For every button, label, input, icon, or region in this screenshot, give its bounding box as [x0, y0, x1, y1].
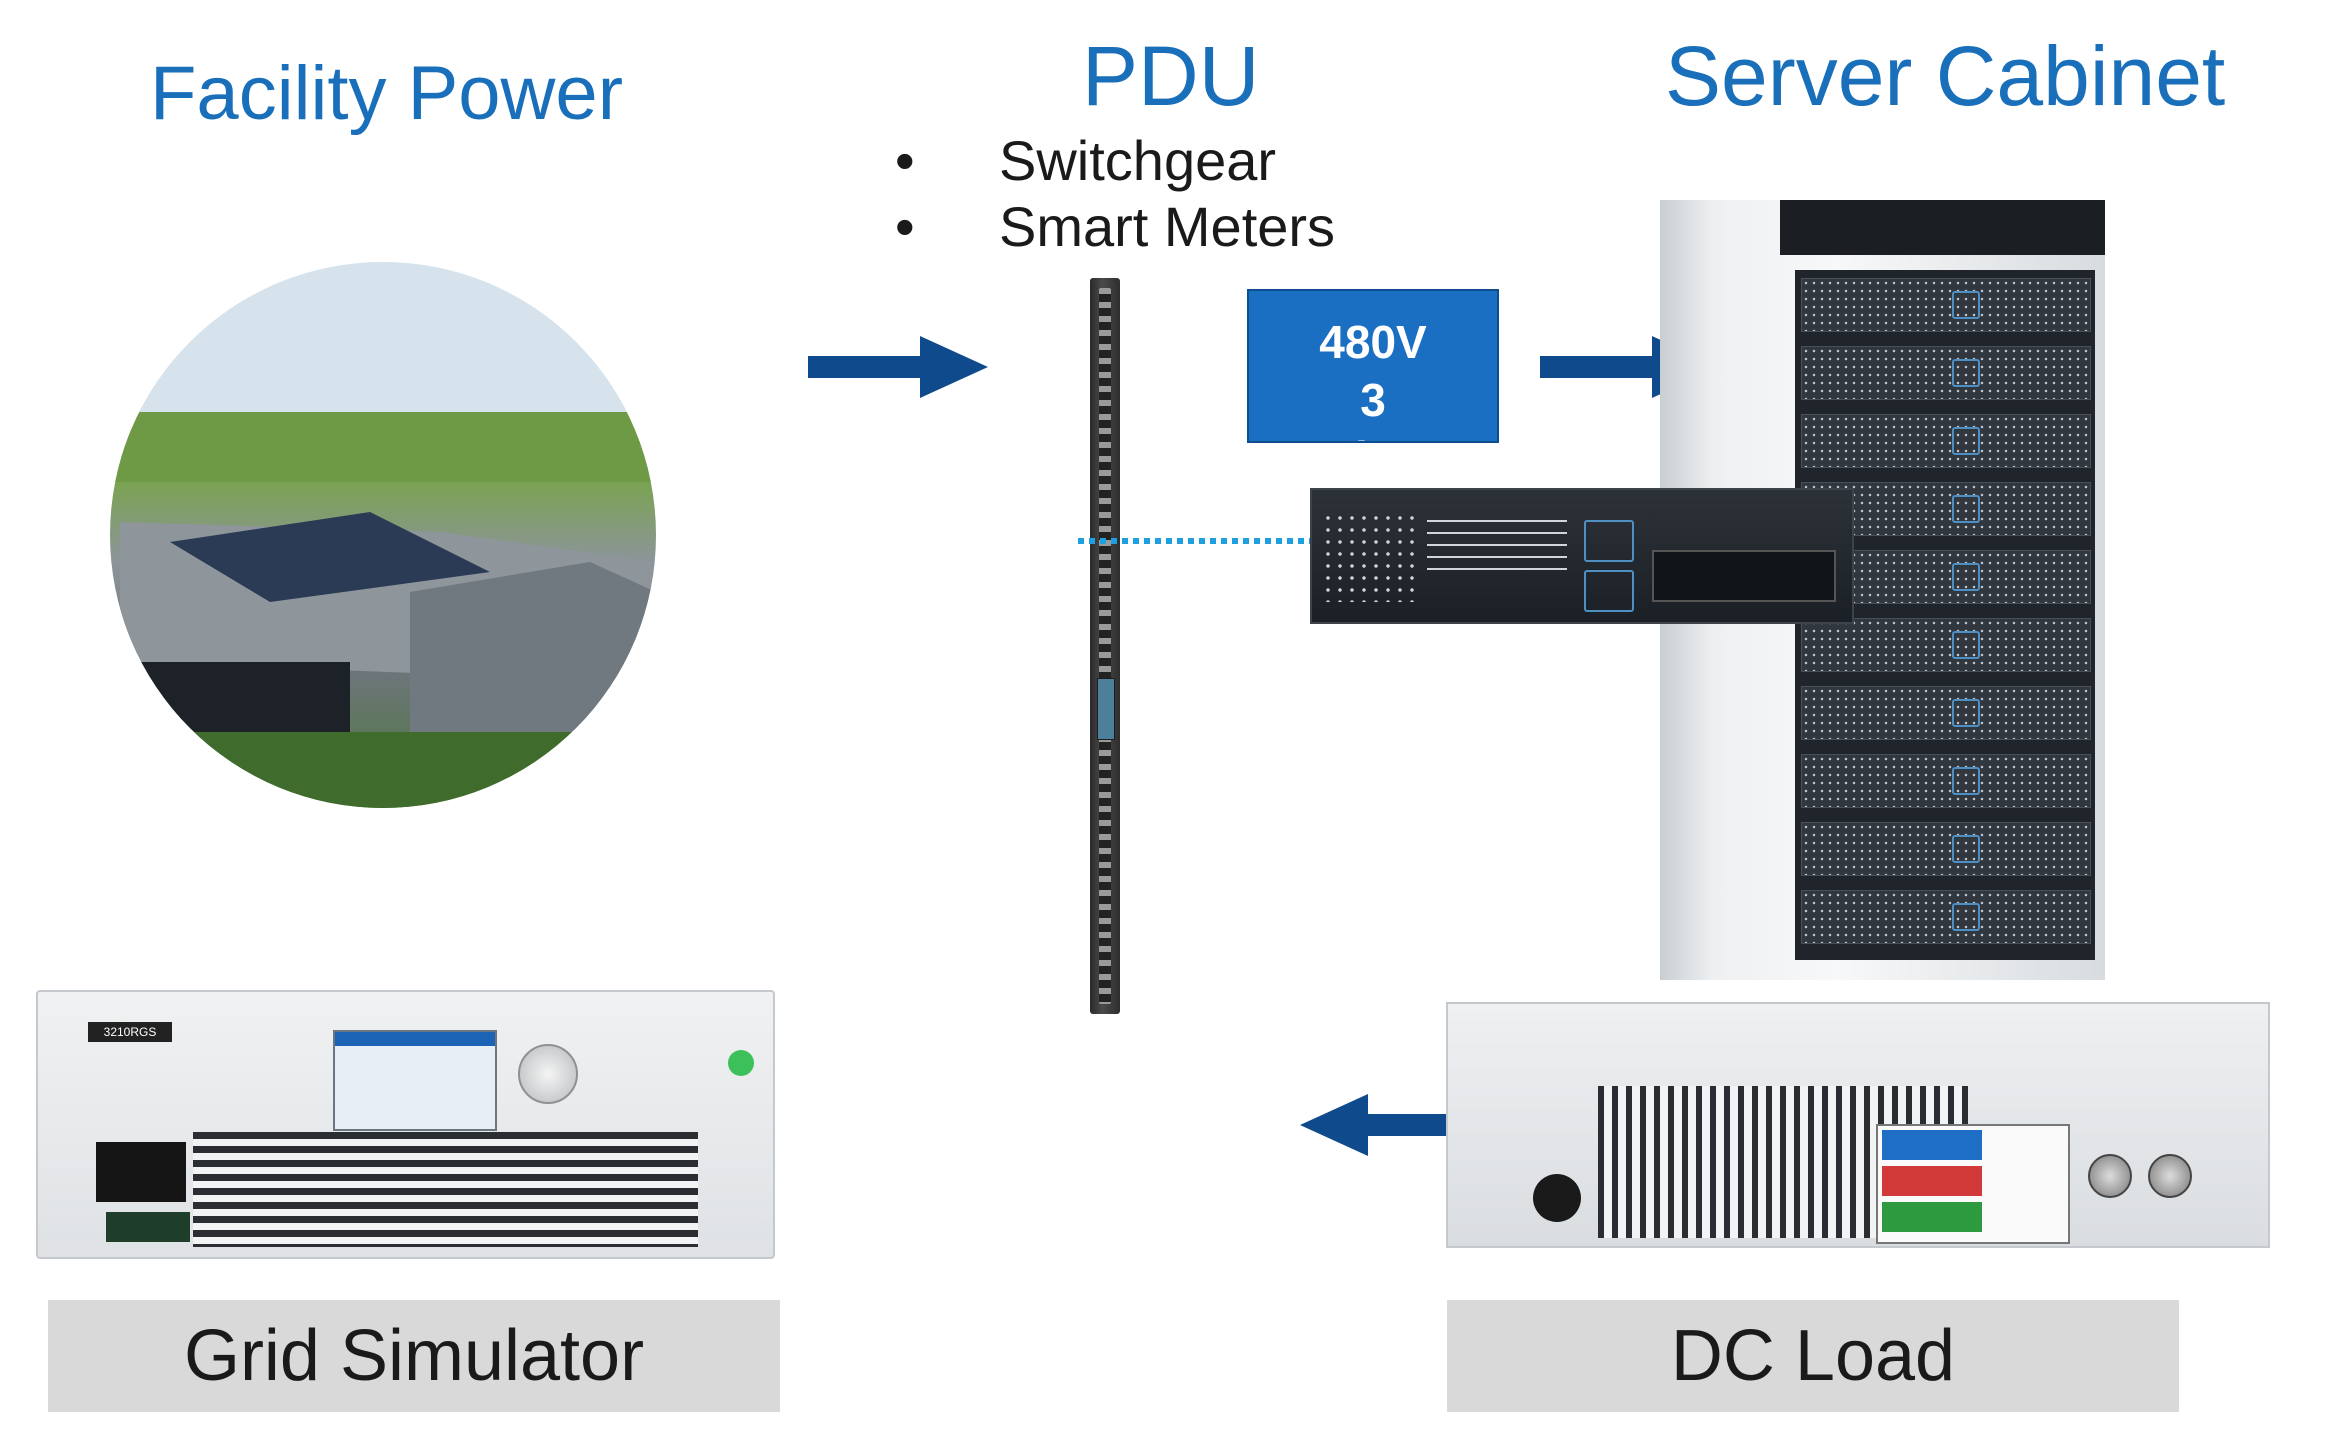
blade-drive-slot [1652, 550, 1836, 602]
pdu-bullet-label: Smart Meters [999, 195, 1336, 258]
cabinet-top [1780, 200, 2105, 255]
voltage-readout [1882, 1130, 1982, 1160]
blade-bay [1584, 570, 1634, 612]
rack-unit [1801, 414, 2091, 468]
blade-vents [1322, 512, 1422, 602]
facility-illustration [110, 262, 656, 808]
dc-load-dial [2088, 1154, 2132, 1198]
rack-unit [1801, 618, 2091, 672]
pdu-bullet-item: • Switchgear [895, 128, 1335, 194]
server-cabinet-image [1660, 200, 2105, 980]
grid-simulator-knob [518, 1044, 578, 1104]
pdu-meter [1097, 678, 1115, 740]
pdu-heading: PDU [1082, 29, 1260, 123]
dc-load-label: DC Load [1447, 1300, 2179, 1412]
rack-unit [1801, 890, 2091, 944]
rack-unit [1801, 754, 2091, 808]
pdu-bullet-item: • Smart Meters [895, 194, 1335, 260]
arrow-to-pdu [808, 336, 988, 398]
pdu-to-server-link [1078, 538, 1318, 544]
pdu-bullet-label: Switchgear [999, 129, 1277, 192]
power-button-icon [728, 1050, 754, 1076]
voltage-box: 480V 3 Ph... [1247, 289, 1499, 443]
rack-unit [1801, 346, 2091, 400]
grid-simulator-model: 3210RGS [88, 1022, 172, 1042]
server-rack [1795, 270, 2095, 960]
rack-unit [1801, 278, 2091, 332]
phase-label: Ph... [1249, 429, 1497, 441]
pdu-bullet-list: • Switchgear • Smart Meters [895, 128, 1335, 260]
server-cabinet-heading: Server Cabinet [1665, 29, 2226, 123]
dc-load-dial [2148, 1154, 2192, 1198]
grid-simulator-breaker [96, 1142, 186, 1202]
rack-unit [1801, 822, 2091, 876]
blade-bay [1584, 520, 1634, 562]
grid-simulator-label: Grid Simulator [48, 1300, 780, 1412]
phase-count-label: 3 [1360, 374, 1386, 426]
bullet-icon: • [895, 195, 915, 258]
facility-power-heading: Facility Power [150, 51, 623, 136]
grid-simulator-grille [193, 1132, 698, 1247]
dc-load-power-switch [1533, 1174, 1581, 1222]
power-readout [1882, 1202, 1982, 1232]
arrow-from-dc-load [1300, 1094, 1450, 1156]
blade-lines [1427, 520, 1567, 580]
facility-power-image [110, 262, 656, 808]
pacific-logo [106, 1212, 190, 1242]
pdu-strip-image [1090, 278, 1120, 1014]
server-blade-image [1310, 488, 1854, 624]
dc-load-image [1446, 1002, 2270, 1248]
pdu-outlets [1099, 288, 1111, 1004]
voltage-label: 480V [1319, 316, 1427, 368]
grid-simulator-image: 3210RGS [36, 990, 775, 1259]
dc-load-display [1876, 1124, 2070, 1244]
current-readout [1882, 1166, 1982, 1196]
bullet-icon: • [895, 129, 915, 192]
rack-unit [1801, 686, 2091, 740]
grid-simulator-screen [333, 1030, 497, 1131]
